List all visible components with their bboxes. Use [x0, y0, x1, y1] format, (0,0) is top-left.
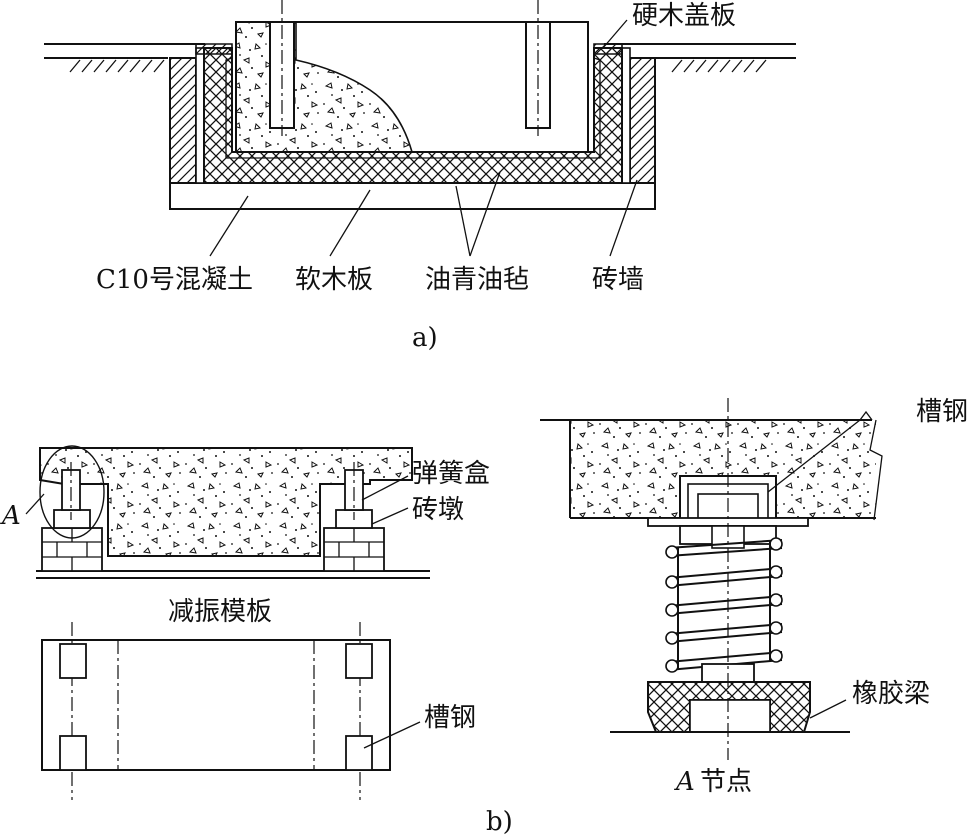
label-node-suffix: 节点 [700, 767, 752, 797]
label-brick-pier: 砖墩 [412, 495, 464, 525]
label-damping-template: 减振模板 [168, 597, 272, 627]
label-channel-steel-detail: 槽钢 [916, 397, 968, 427]
caption-b: b) [486, 807, 513, 837]
label-brick-wall: 砖墙 [592, 265, 644, 295]
label-hardwood-cover: 硬木盖板 [632, 1, 736, 31]
label-asphalt-felt: 油青油毡 [425, 265, 529, 295]
caption-a: a) [412, 323, 438, 353]
section-b-plan [41, 622, 421, 800]
label-channel-steel-plan: 槽钢 [424, 703, 476, 733]
label-marker-a: A [0, 501, 21, 531]
label-spring-box: 弹簧盒 [412, 459, 490, 489]
label-rubber-beam: 橡胶梁 [852, 679, 930, 709]
label-node-marker: A [674, 767, 695, 797]
section-a-drawing [44, 0, 796, 257]
section-b-node-detail [540, 398, 883, 760]
label-concrete: C10号混凝土 [96, 265, 253, 295]
section-b-elevation [25, 445, 430, 579]
label-cork-board: 软木板 [295, 265, 373, 295]
